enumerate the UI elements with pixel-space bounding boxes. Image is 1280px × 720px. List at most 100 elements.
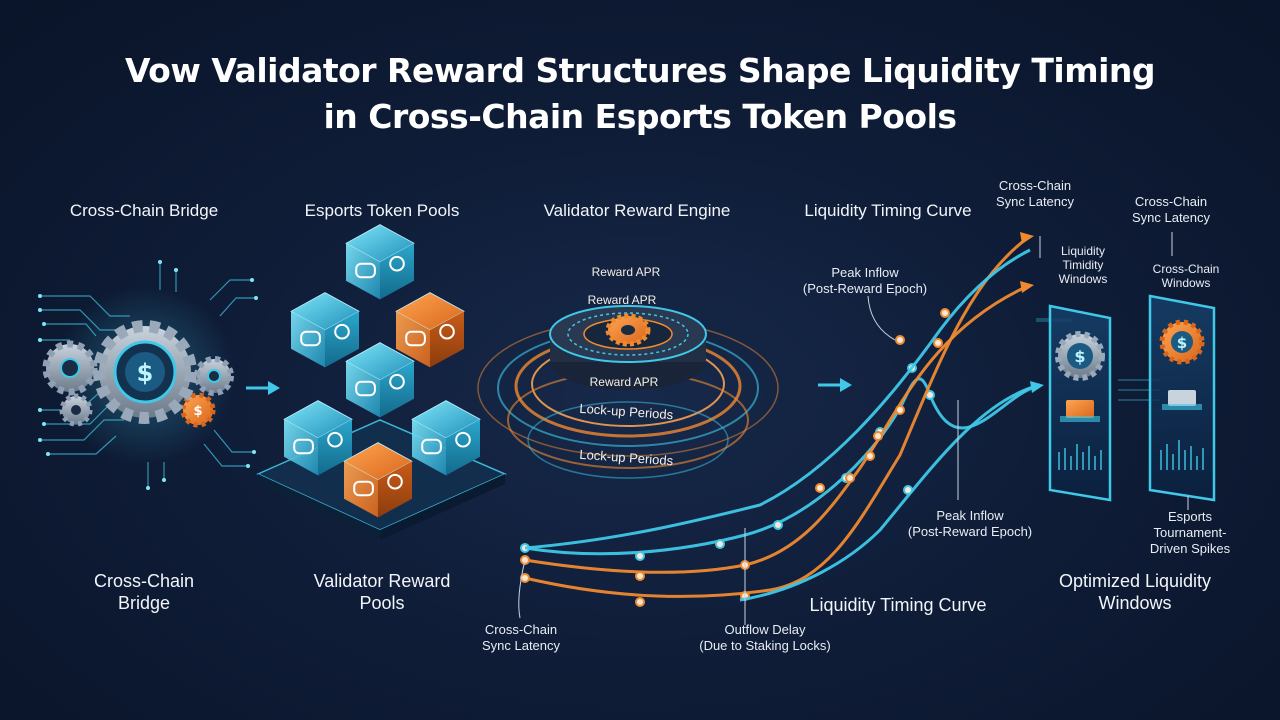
caption-optimized-liquidity-windows: Optimized Liquidity Windows: [1030, 570, 1240, 614]
note-line: Timidity: [1062, 258, 1104, 272]
caption-liquidity-timing-curve: Liquidity Timing Curve: [778, 594, 1018, 616]
note-line: Windows: [1161, 276, 1211, 290]
note-line: Driven Spikes: [1149, 541, 1231, 556]
note-line: Windows: [1058, 272, 1108, 286]
note-line: Cross-Chain: [484, 622, 558, 637]
token-cube: [290, 292, 360, 368]
note-line: (Post-Reward Epoch): [907, 524, 1033, 539]
curve-line: [524, 248, 1031, 550]
dollar-icon: [1171, 331, 1193, 353]
curve-point: [865, 451, 875, 461]
caption-line: Cross-Chain: [93, 571, 195, 591]
header-cross-chain-bridge: Cross-Chain Bridge: [69, 201, 219, 220]
note-peak-inflow-top: Peak Inflow (Post-Reward Epoch): [790, 265, 940, 297]
note-right-sync-latency: Cross-Chain Sync Latency: [1096, 194, 1246, 226]
caption-line: Windows: [1098, 593, 1172, 613]
engine-label: Reward APR: [588, 293, 657, 307]
panel-leader-lines: [1039, 232, 1189, 510]
curve-point: [845, 473, 855, 483]
note-line: Tournament-: [1153, 525, 1227, 540]
curve-point: [635, 551, 645, 561]
gear-icon: [353, 473, 403, 497]
caption-line: Bridge: [117, 593, 171, 613]
curve-point: [635, 597, 645, 607]
arrow-right-icon: [1020, 281, 1034, 293]
note-line: (Due to Staking Locks): [699, 638, 831, 653]
note-line: Peak Inflow: [936, 508, 1004, 523]
caption-line: Liquidity Timing Curve: [809, 595, 987, 615]
note-line: Outflow Delay: [724, 622, 806, 637]
note-peak-inflow-bottom: Peak Inflow (Post-Reward Epoch): [900, 508, 1040, 540]
token-cube: [345, 224, 415, 300]
engine-rings: [477, 319, 779, 479]
svg-text:$: $: [137, 359, 154, 387]
curve-point: [873, 431, 883, 441]
curve-point: [940, 308, 950, 318]
note-line: Sync Latency: [1131, 210, 1211, 225]
shield-icon: [355, 373, 405, 397]
annotation-leader-lines: [518, 295, 959, 625]
page-title: Vow Validator Reward Structures Shape Li…: [0, 48, 1280, 140]
liquidity-timing-curves: [520, 232, 1044, 607]
token-cube: [411, 400, 481, 476]
note-line: Esports: [1167, 509, 1213, 524]
chip-icon: [1162, 390, 1202, 410]
gear-icon: $: [180, 392, 216, 428]
window-panel-right: $: [1148, 294, 1216, 502]
note-tournament-spikes: Esports Tournament- Driven Spikes: [1130, 509, 1250, 557]
note-line: Liquidity: [1060, 244, 1106, 258]
engine-label: Lock-up Periods: [579, 401, 674, 423]
panel-bars: [1058, 444, 1102, 470]
engine-label: Reward APR: [592, 265, 661, 279]
trophy-icon: [293, 431, 343, 455]
dollar-icon: $: [93, 320, 197, 424]
curve-point: [773, 520, 783, 530]
note-line: Peak Inflow: [831, 265, 899, 280]
caption-line: Pools: [359, 593, 405, 613]
engine-label: Reward APR: [590, 375, 659, 389]
arrow-right-icon: [246, 381, 280, 395]
gear-icon: [605, 313, 651, 347]
window-panel-left: $: [1048, 304, 1112, 502]
caption-validator-reward-pools: Validator Reward Pools: [282, 570, 482, 614]
note-outflow-delay: Outflow Delay (Due to Staking Locks): [680, 622, 850, 654]
gear-icon: [194, 356, 234, 396]
curve-point: [635, 571, 645, 581]
note-top-sync-latency: Cross-Chain Sync Latency: [960, 178, 1110, 210]
caption-line: Validator Reward: [313, 571, 451, 591]
note-line: Cross-Chain: [998, 178, 1072, 193]
engine-label: Lock-up Periods: [579, 447, 674, 469]
arrow-right-icon: [1030, 381, 1044, 393]
note-line: Cross-Chain: [1134, 194, 1208, 209]
gear-icon: [59, 393, 93, 427]
curve-line: [524, 234, 1031, 598]
header-liquidity-timing-curve: Liquidity Timing Curve: [804, 201, 972, 220]
header-esports-token-pools: Esports Token Pools: [304, 201, 460, 220]
note-window-right: Cross-Chain Windows: [1136, 262, 1236, 290]
title-line-1: Vow Validator Reward Structures Shape Li…: [124, 51, 1156, 90]
curve-point: [715, 539, 725, 549]
curve-point: [815, 483, 825, 493]
note-line: Sync Latency: [481, 638, 561, 653]
curve-line: [524, 377, 1041, 556]
gamepad-icon: [355, 255, 405, 279]
curve-point: [895, 335, 905, 345]
dollar-icon: [1067, 343, 1093, 369]
curve-line: [739, 383, 1041, 602]
note-line: Sync Latency: [995, 194, 1075, 209]
svg-text:$: $: [1074, 347, 1085, 366]
curve-point: [903, 485, 913, 495]
caption-cross-chain-bridge: Cross-Chain Bridge: [44, 570, 244, 614]
header-validator-reward-engine: Validator Reward Engine: [543, 201, 731, 220]
svg-text:$: $: [1177, 334, 1187, 352]
gamepad-icon: [421, 431, 471, 455]
gamepad-icon: [300, 323, 350, 347]
bridge-circuit-dots: [38, 260, 258, 490]
curve-point: [933, 338, 943, 348]
note-line: (Post-Reward Epoch): [802, 281, 928, 296]
note-line: Cross-Chain: [1152, 262, 1220, 276]
note-window-left: Liquidity Timidity Windows: [1038, 244, 1128, 286]
svg-text:$: $: [193, 404, 202, 419]
arrow-right-icon: [1020, 232, 1034, 244]
